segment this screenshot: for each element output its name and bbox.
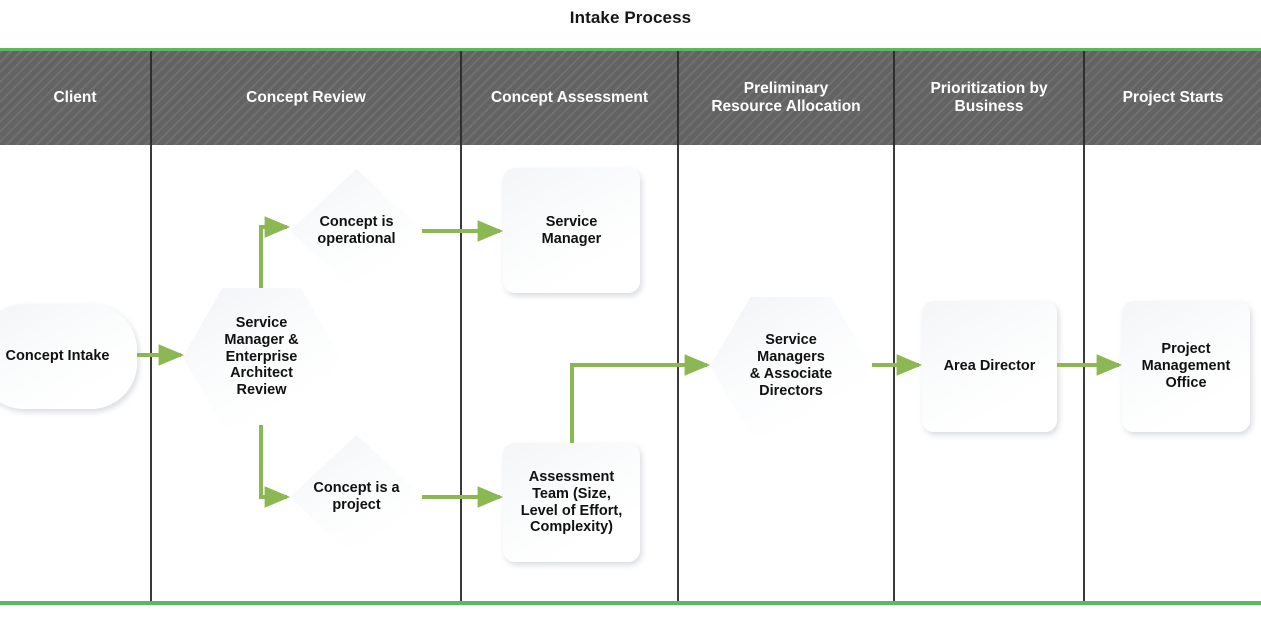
lane-header-label: Concept Review (246, 88, 366, 106)
lane-header-label: Prioritization by Business (930, 79, 1048, 115)
lane-header-project-starts[interactable]: Project Starts (1085, 51, 1261, 145)
lane-body-preliminary-resource-allocation (679, 145, 895, 601)
node-assessment-team[interactable]: Assessment Team (Size, Level of Effort, … (503, 443, 640, 562)
lane-body-concept-review (152, 145, 462, 601)
node-project-management-office[interactable]: Project Management Office (1122, 301, 1250, 432)
lane-header-concept-assessment[interactable]: Concept Assessment (462, 51, 679, 145)
lane-header-prioritization-by-business[interactable]: Prioritization by Business (895, 51, 1085, 145)
node-label: Service Manager (541, 213, 602, 247)
node-label: Concept is a project (313, 480, 400, 513)
node-service-manager[interactable]: Service Manager (503, 168, 640, 293)
node-concept-intake[interactable]: Concept Intake (0, 304, 137, 409)
node-label: Concept Intake (5, 348, 110, 365)
lane-header-label: Concept Assessment (490, 88, 649, 106)
lane-header-label: Project Starts (1122, 88, 1224, 106)
node-label: Concept is operational (317, 214, 396, 247)
node-label: Service Manager & Enterprise Architect R… (224, 314, 299, 399)
lane-body-prioritization-by-business (895, 145, 1085, 601)
node-service-manager-enterprise-architect-review[interactable]: Service Manager & Enterprise Architect R… (183, 288, 340, 426)
lane-header-label: Client (53, 88, 97, 106)
node-service-managers-associate-directors[interactable]: Service Managers & Associate Directors (710, 297, 872, 435)
node-label: Area Director (943, 358, 1036, 375)
lane-header-preliminary-resource-allocation[interactable]: Preliminary Resource Allocation (679, 51, 895, 145)
node-label: Assessment Team (Size, Level of Effort, … (520, 468, 623, 536)
node-concept-is-a-project[interactable]: Concept is a project (290, 435, 423, 559)
lane-header-label: Preliminary Resource Allocation (711, 79, 861, 115)
swimlane-header-row: Client Concept Review Concept Assessment… (0, 48, 1261, 145)
node-concept-is-operational[interactable]: Concept is operational (290, 169, 423, 293)
lane-header-client[interactable]: Client (0, 51, 152, 145)
node-area-director[interactable]: Area Director (922, 301, 1057, 432)
page-title: Intake Process (569, 8, 692, 27)
node-label: Project Management Office (1141, 341, 1231, 391)
lane-body-client (0, 145, 152, 601)
node-label: Service Managers & Associate Directors (749, 332, 833, 399)
lane-header-concept-review[interactable]: Concept Review (152, 51, 462, 145)
